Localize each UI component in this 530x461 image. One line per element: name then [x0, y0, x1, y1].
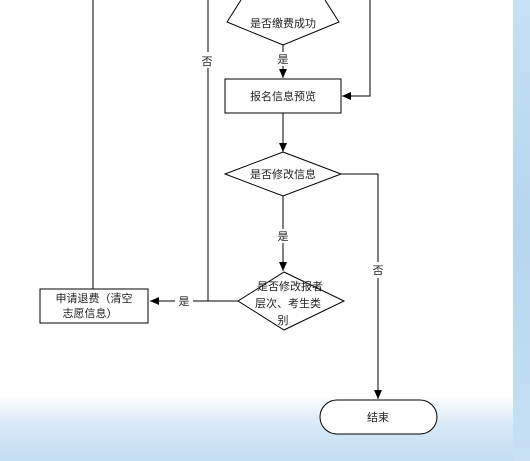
- arrow-to-end: [341, 173, 382, 399]
- edge-label-no-left: 否: [202, 55, 213, 68]
- end-label: 结束: [367, 411, 389, 424]
- no-label-bg-2: [369, 262, 387, 278]
- yes-label-bg-2: [274, 229, 292, 243]
- yes-label-bg-3: [175, 294, 193, 308]
- modify-level-label-line2: 层次、考生类: [255, 296, 321, 310]
- edge-label-yes-1: 是: [278, 53, 289, 66]
- refund-label-line2: 志愿信息）: [63, 306, 118, 320]
- yes-label-bg-1: [274, 52, 292, 66]
- right-blue-bar: [513, 0, 530, 461]
- right-return-arrow: [342, 0, 371, 100]
- edge-label-no-right: 否: [373, 264, 384, 277]
- modify-level-label-line3: 别: [278, 314, 289, 327]
- edge-label-yes-3: 是: [179, 295, 190, 308]
- modify-info-label: 是否修改信息: [250, 167, 316, 181]
- refund-box: [39, 288, 149, 324]
- end-terminator: [319, 399, 438, 435]
- no-label-bg: [196, 52, 218, 68]
- refund-label-line1: 申请退费（清空: [56, 291, 133, 305]
- edge-label-yes-2: 是: [278, 230, 289, 243]
- payment-success-label: 是否缴费成功: [250, 16, 316, 30]
- no-loop-line: [207, 0, 238, 302]
- modify-level-label-line1: 是否修改报者: [257, 279, 323, 293]
- preview-box: [224, 78, 342, 114]
- preview-label: 报名信息预览: [250, 89, 316, 103]
- modify-level-decision: [237, 271, 346, 331]
